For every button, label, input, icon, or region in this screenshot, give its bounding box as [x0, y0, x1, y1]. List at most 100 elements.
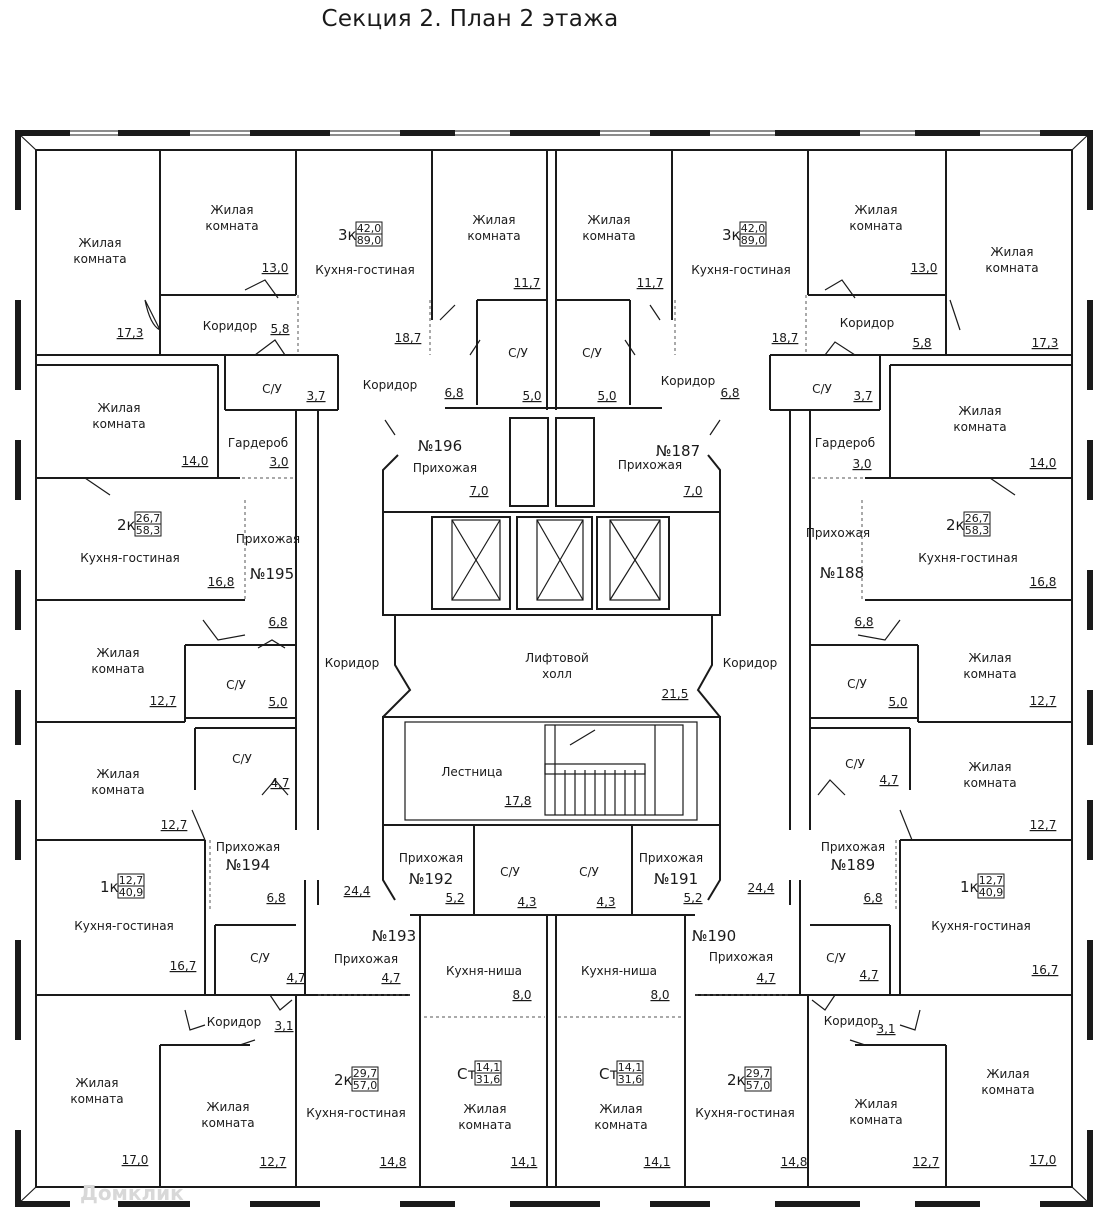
room-r12-area: 5,0	[522, 389, 541, 403]
room-r6-name: Кухня-гостиная	[691, 263, 791, 277]
watermark: Домклик	[80, 1181, 184, 1205]
apt-192: №192	[409, 870, 453, 888]
doors	[84, 279, 1016, 1046]
apt-196: №196	[418, 437, 462, 455]
type-label: 2к	[334, 1071, 353, 1089]
room-r41-name: С/У	[500, 865, 520, 879]
room-r39-name: Прихожая	[216, 840, 280, 854]
room-r44-name: Прихожая	[821, 840, 885, 854]
room-r40-name: Прихожая	[399, 851, 463, 865]
room-r37-area: 4,7	[879, 773, 898, 787]
room-r25-name: Прихожая	[806, 526, 870, 540]
apt-187: №187	[656, 442, 700, 460]
type-label: 2к	[727, 1071, 746, 1089]
room-r36-area: 17,8	[505, 794, 532, 808]
room-r50-name: Кухня-ниша	[581, 964, 657, 978]
interior-walls	[36, 150, 1072, 1187]
room-r53-area: 3,1	[274, 1019, 293, 1033]
room-r4-area: 11,7	[514, 276, 541, 290]
total-area: 58,3	[136, 524, 161, 537]
room-r32-area: 5,0	[888, 695, 907, 709]
room-r2-area: 13,0	[262, 261, 289, 275]
stair-core	[382, 716, 721, 826]
total-area: 58,3	[965, 524, 990, 537]
living-area: 14,1	[618, 1061, 643, 1074]
room-r31-name: Коридор	[723, 656, 778, 670]
room-r56-area: 12,7	[260, 1155, 287, 1169]
corridor-right-area: 24,4	[748, 881, 775, 895]
room-r54-name: Коридор	[824, 1014, 879, 1028]
room-r54-area: 3,1	[876, 1022, 895, 1036]
room-r23-area: 16,8	[208, 575, 235, 589]
type-label: 1к	[960, 878, 979, 896]
type-label: 2к	[117, 516, 136, 534]
room-r60-name: Кухня-гостиная	[695, 1106, 795, 1120]
room-r43-name: Прихожая	[639, 851, 703, 865]
room-r29-name: Коридор	[325, 656, 380, 670]
living-area: 12,7	[119, 874, 144, 887]
room-r6-area: 18,7	[772, 331, 799, 345]
total-area: 57,0	[746, 1079, 771, 1092]
total-area: 40,9	[119, 886, 144, 899]
room-r35-name: С/У	[232, 752, 252, 766]
room-r30-area: 21,5	[662, 687, 689, 701]
room-r20-name: Прихожая	[618, 458, 682, 472]
total-area: 57,0	[353, 1079, 378, 1092]
room-r45-name: Кухня-гостиная	[74, 919, 174, 933]
room-r19-area: 7,0	[469, 484, 488, 498]
room-r16-name: Коридор	[840, 316, 895, 330]
room-r5-area: 11,7	[637, 276, 664, 290]
room-r38-area: 12,7	[1030, 818, 1057, 832]
room-r51-name: Прихожая	[709, 950, 773, 964]
room-r22-area: 14,0	[1030, 456, 1057, 470]
room-r41-area: 4,3	[517, 895, 536, 909]
room-r52-area: 4,7	[859, 968, 878, 982]
room-r10-name: С/У	[262, 382, 282, 396]
room-r13-name: С/У	[582, 346, 602, 360]
apt-188: №188	[820, 564, 864, 582]
room-r13-area: 5,0	[597, 389, 616, 403]
room-r59-area: 14,1	[644, 1155, 671, 1169]
apt-193: №193	[372, 927, 416, 945]
room-r18-area: 3,0	[269, 455, 288, 469]
room-r57-area: 14,8	[380, 1155, 407, 1169]
apt-190: №190	[692, 927, 736, 945]
total-area: 31,6	[476, 1073, 501, 1086]
room-r18-name: Гардероб	[228, 436, 288, 450]
room-r48-area: 4,7	[381, 971, 400, 985]
room-r39-area: 6,8	[266, 891, 285, 905]
room-r25-area: 6,8	[854, 615, 873, 629]
corridor-left-area: 24,4	[344, 884, 371, 898]
type-label: Ст	[599, 1065, 618, 1083]
room-r16-area: 5,8	[912, 336, 931, 350]
room-r19-name: Прихожая	[413, 461, 477, 475]
apt-191: №191	[654, 870, 698, 888]
room-r23-name: Кухня-гостиная	[80, 551, 180, 565]
room-r53-name: Коридор	[207, 1015, 262, 1029]
apt-189: №189	[831, 856, 875, 874]
room-r60-area: 14,8	[781, 1155, 808, 1169]
room-r24-name: Прихожая	[236, 532, 300, 546]
room-r37-name: С/У	[845, 757, 865, 771]
total-area: 31,6	[618, 1073, 643, 1086]
elevator-core	[382, 417, 721, 616]
